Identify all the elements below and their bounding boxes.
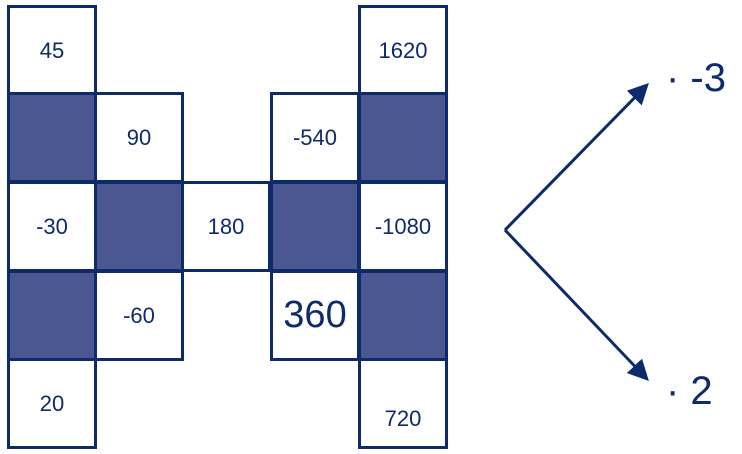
multiplier-upper-label: · -3 xyxy=(666,56,726,100)
grid-cell: -60 xyxy=(94,270,184,361)
grid-cell-shaded xyxy=(358,270,448,361)
grid-cell-shaded xyxy=(94,181,184,272)
grid-cell: 45 xyxy=(7,5,97,96)
grid-cell: 180 xyxy=(181,181,271,272)
grid-cell: 90 xyxy=(94,92,184,183)
arrow-down xyxy=(503,228,649,382)
multiplier-lower-label: · 2 xyxy=(666,369,713,413)
grid-cell: 720 xyxy=(358,358,448,449)
grid-cell: 1620 xyxy=(358,5,448,96)
grid-cell: -1080 xyxy=(358,181,448,272)
grid-cell-shaded xyxy=(358,92,448,183)
arrow-up xyxy=(503,82,649,232)
grid-cell: -30 xyxy=(7,181,97,272)
grid-cell: 20 xyxy=(7,358,97,449)
